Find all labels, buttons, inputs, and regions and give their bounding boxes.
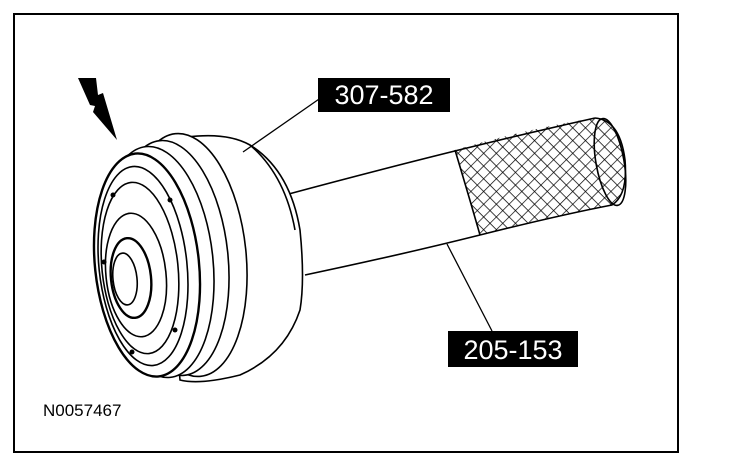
disc-bolt-holes xyxy=(101,192,178,355)
pointer-arrow-icon xyxy=(78,78,117,140)
front-discs xyxy=(92,132,248,379)
callout-label-lower: 205-153 xyxy=(448,331,578,367)
frame-border xyxy=(13,13,679,453)
callout-label-upper: 307-582 xyxy=(318,78,450,112)
leader-line-upper xyxy=(242,96,323,153)
leader-line-lower xyxy=(446,243,493,332)
callout-text-lower: 205-153 xyxy=(463,335,562,365)
callout-text-upper: 307-582 xyxy=(334,80,433,110)
figure-id: N0057467 xyxy=(43,401,121,420)
